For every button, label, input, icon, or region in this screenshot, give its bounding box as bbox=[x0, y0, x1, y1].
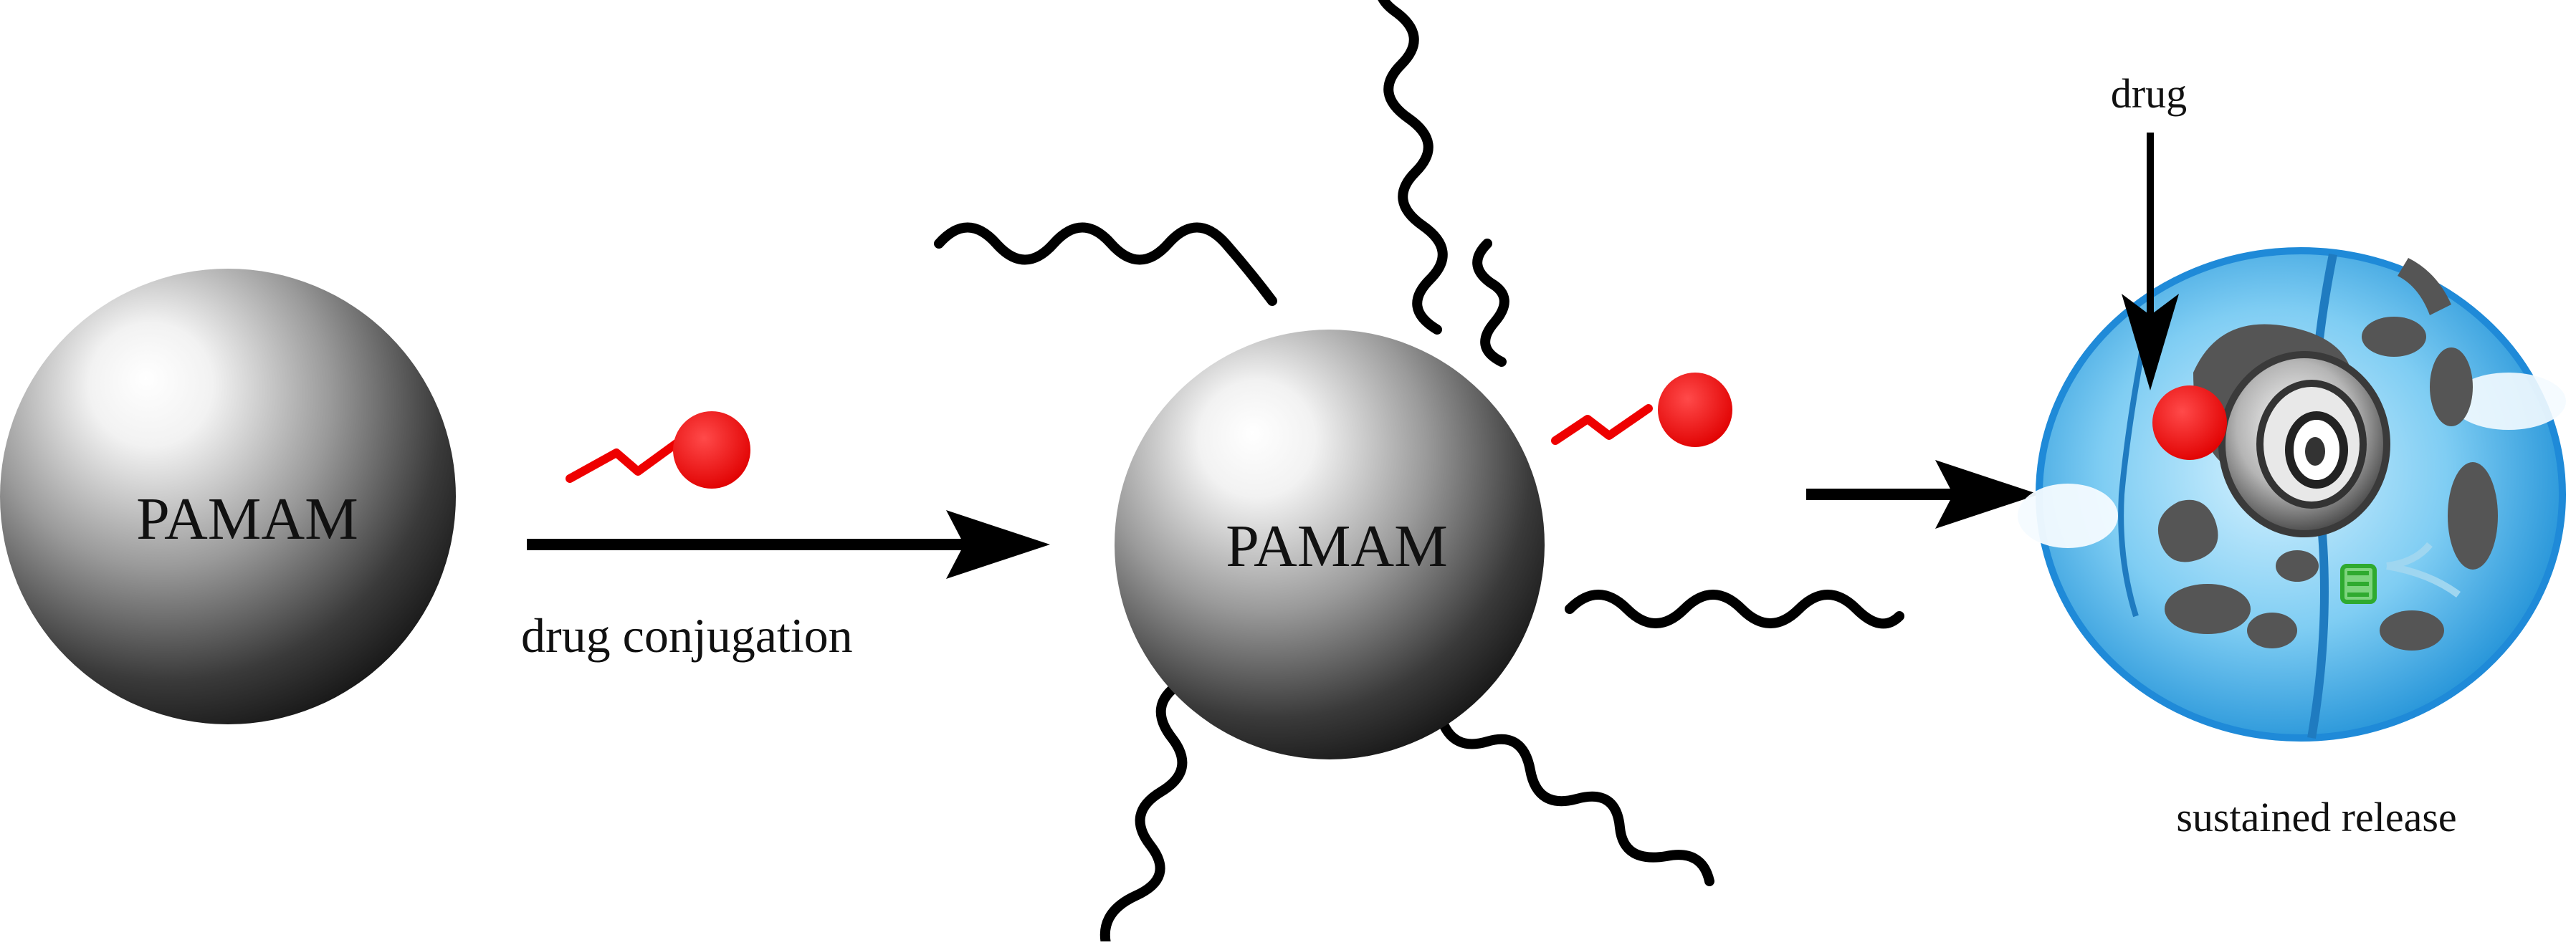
polymer-chain-upper-left bbox=[934, 222, 1277, 306]
nucleus bbox=[2218, 351, 2390, 537]
pamam-label-left: PAMAM bbox=[136, 486, 358, 552]
conjugation-arrow bbox=[527, 510, 1050, 579]
drug-molecule-icon bbox=[566, 411, 750, 489]
polymer-chain-lower-right bbox=[1436, 711, 1714, 886]
cell-illustration bbox=[2018, 247, 2566, 742]
drug-pointer-label: drug bbox=[2111, 70, 2187, 117]
release-label: sustained release bbox=[2176, 794, 2456, 840]
polymer-chain-right bbox=[1565, 590, 1904, 629]
release-arrow bbox=[1806, 460, 2039, 529]
pamam-sphere-left: PAMAM bbox=[0, 269, 456, 724]
pamam-sphere-center: PAMAM bbox=[1115, 330, 1545, 759]
drug-pointer-arrow bbox=[2122, 133, 2179, 390]
conjugation-label: drug conjugation bbox=[521, 608, 853, 663]
conjugated-drug-icon bbox=[1551, 373, 1732, 447]
polymer-chain-top-right bbox=[1472, 239, 1509, 367]
released-drug-icon bbox=[2152, 385, 2227, 460]
pamam-label-center: PAMAM bbox=[1226, 513, 1448, 580]
polymer-chain-top bbox=[1378, 0, 1448, 335]
green-organelle bbox=[2340, 564, 2377, 604]
